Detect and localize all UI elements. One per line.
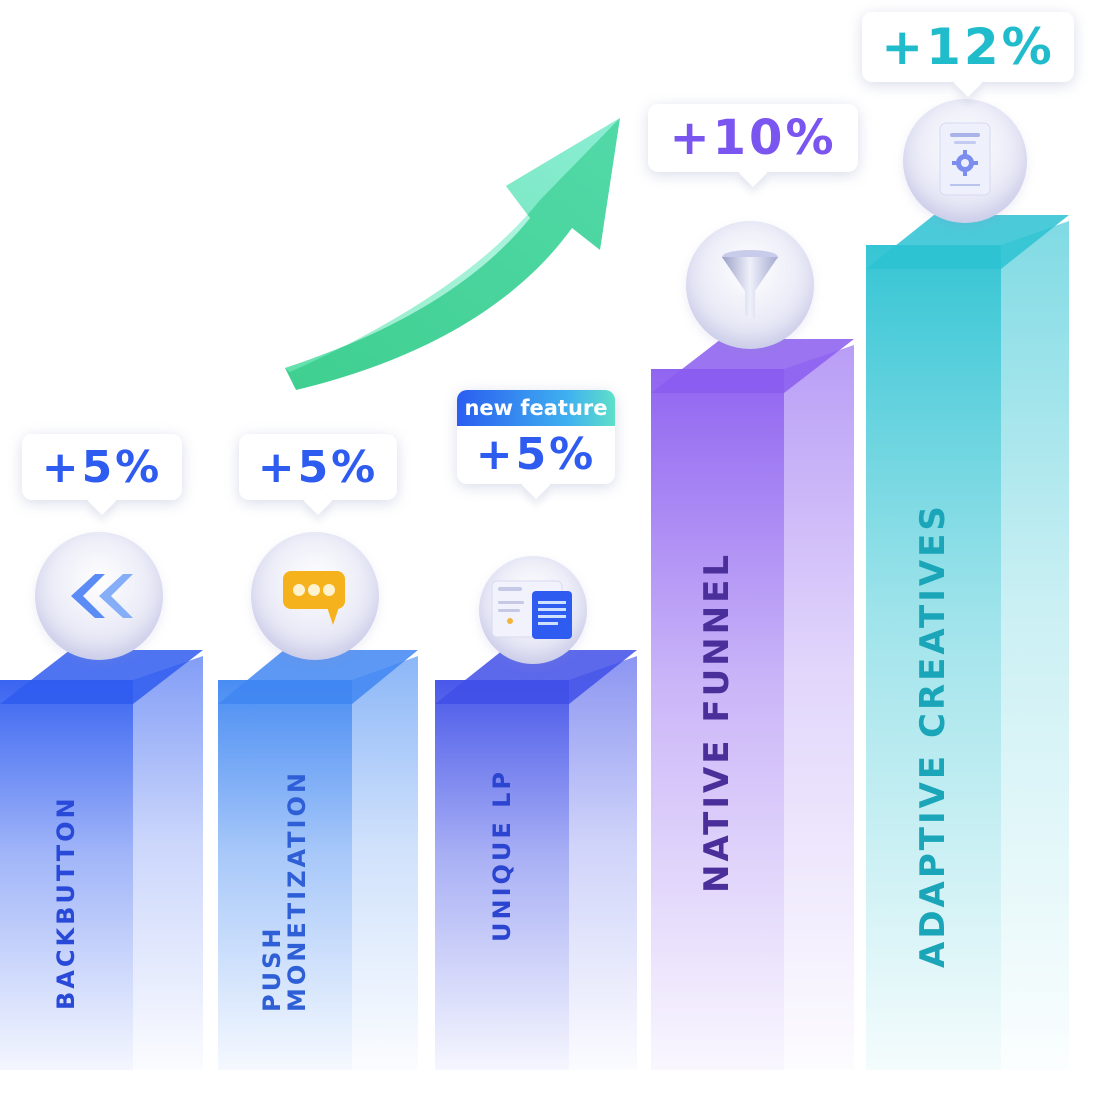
landing-page-icon	[479, 556, 587, 664]
adaptive-document-gear-icon	[903, 99, 1027, 223]
double-chevron-left-icon	[35, 532, 163, 660]
trend-arrow-highlight	[285, 118, 620, 372]
value-bubble: +12%	[862, 12, 1074, 82]
value-label: +5%	[475, 429, 597, 480]
value-bubble: +5%	[22, 434, 182, 500]
value-label: +12%	[881, 18, 1055, 76]
value-bubble: +5%	[239, 434, 397, 500]
bar-front-face	[218, 680, 352, 1070]
bar-label: ADAPTIVE CREATIVES	[913, 503, 953, 968]
bar-side-face	[784, 345, 854, 1070]
bar-side-face	[569, 656, 637, 1070]
value-label: +10%	[669, 110, 837, 166]
value-bubble: new feature+5%	[457, 390, 615, 484]
value-label: +5%	[257, 441, 379, 493]
new-feature-badge: new feature	[457, 390, 615, 426]
bar-label: NATIVE FUNNEL	[697, 552, 737, 893]
bar-label: BACKBUTTON	[52, 795, 80, 1010]
bar-label: UNIQUE LP	[488, 768, 516, 942]
bar-front-face	[0, 680, 133, 1070]
bar-side-face	[1001, 221, 1069, 1070]
bar-1	[218, 626, 418, 1070]
bar-front-face	[866, 245, 1001, 1070]
bar-side-face	[133, 656, 203, 1070]
bar-side-face	[352, 656, 418, 1070]
bar-4	[866, 191, 1069, 1070]
bar-2	[435, 626, 637, 1070]
chat-bubble-icon	[251, 532, 379, 660]
value-bubble: +10%	[648, 104, 858, 172]
bar-3	[651, 315, 854, 1070]
value-label: +5%	[41, 441, 163, 493]
bar-front-face	[651, 369, 784, 1070]
funnel-icon	[686, 221, 814, 349]
bar-front-face	[435, 680, 569, 1070]
bar-0	[0, 626, 203, 1070]
